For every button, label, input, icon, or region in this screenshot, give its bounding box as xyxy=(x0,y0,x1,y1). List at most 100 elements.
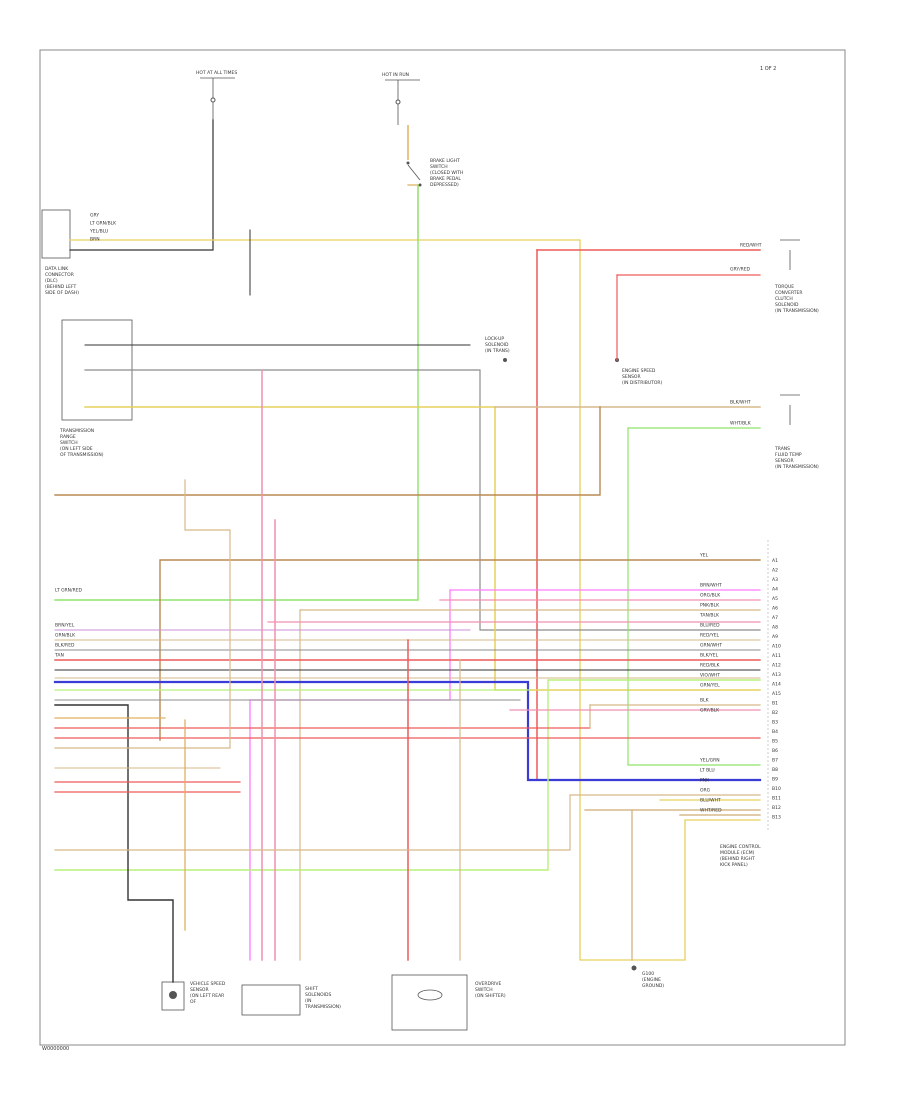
trs-line-4: (ON LEFT SIDE xyxy=(60,446,93,452)
ecm-line-4: KICK PANEL) xyxy=(720,862,748,868)
wire-label-27: BLU/WHT xyxy=(700,798,721,804)
dlc-line-5: SIDE OF DASH) xyxy=(45,290,79,296)
ecm-pin-12: A13 xyxy=(772,672,781,678)
tcc-line-1: TORQUE xyxy=(774,284,794,290)
ecm-pin-15: B1 xyxy=(772,701,778,707)
temperature-sensor: TRANS FLUID TEMP SENSOR (IN TRANSMISSION… xyxy=(774,394,819,470)
wire-label-6: BLK/WHT xyxy=(730,400,751,406)
brake-switch-line-4: BRAKE PEDAL xyxy=(430,176,461,182)
speed-sensor-box: OVERDRIVE SWITCH (ON SHIFTER) xyxy=(391,974,506,1031)
ecm-pin-1: A2 xyxy=(772,568,778,574)
ecm-pin-27: B13 xyxy=(772,815,781,821)
wire-label-3: BRN xyxy=(90,237,100,243)
ecm-pin-16: B2 xyxy=(772,710,778,716)
temp-line-2: FLUID TEMP xyxy=(775,452,802,458)
tcc-line-3: CLUTCH xyxy=(775,296,793,302)
vss-bottom-line-3: (ON LEFT REAR xyxy=(190,993,224,999)
shift-line-3: (IN xyxy=(305,998,311,1004)
brake-switch-line-3: (CLOSED WITH xyxy=(430,170,463,176)
wire-group xyxy=(53,119,762,983)
shift-line-2: SOLENOIDS xyxy=(305,992,331,998)
wire-label-28: WHT/RED xyxy=(700,808,722,814)
dlc-line-3: (DLC) xyxy=(45,278,58,284)
ecm-pin-23: B9 xyxy=(772,777,778,783)
ess-line-2: SENSOR xyxy=(622,374,641,380)
ecm-line-1: ENGINE CONTROL xyxy=(720,844,761,850)
wire-label-24: LT BLU xyxy=(700,768,715,774)
shift-line-4: TRANSMISSION) xyxy=(304,1004,341,1010)
wire-label-14: BLU/RED xyxy=(700,623,720,629)
tcc-line-5: (IN TRANSMISSION) xyxy=(775,308,819,314)
ecm-pin-8: A9 xyxy=(772,634,778,640)
wire-label-10: BRN/WHT xyxy=(700,583,722,589)
wire-label-7: WHT/BLK xyxy=(730,421,752,427)
engine-speed-sensor: ENGINE SPEED SENSOR (IN DISTRIBUTOR) xyxy=(615,358,663,386)
wire-label-13: TAN/BLK xyxy=(699,613,720,619)
shift-line-1: SHIFT xyxy=(305,986,318,992)
wire-blue-28 xyxy=(53,680,762,782)
ess-line-3: (IN DISTRIBUTOR) xyxy=(622,380,663,386)
ground-line-2: (ENGINE xyxy=(642,977,661,983)
vehicle-speed-sensor-bottom: VEHICLE SPEED SENSOR (ON LEFT REAR OF xyxy=(161,981,226,1011)
wire-label-11: ORG/BLK xyxy=(700,593,721,599)
temp-line-3: SENSOR xyxy=(775,458,794,464)
ecm-pin-17: B3 xyxy=(772,720,778,726)
ecm-pin-13: A14 xyxy=(772,682,781,688)
wire-green-3 xyxy=(54,184,419,601)
wire-label-20: GRN/YEL xyxy=(700,683,720,689)
wire-label-1: LT GRN/BLK xyxy=(90,221,117,227)
ecm-pin-3: A4 xyxy=(772,587,778,593)
ess-line-1: ENGINE SPEED xyxy=(622,368,656,374)
wire-black-32 xyxy=(54,704,174,983)
brake-light-switch: BRAKE LIGHT SWITCH (CLOSED WITH BRAKE PE… xyxy=(406,125,463,188)
lockup-line-1: LOCK-UP xyxy=(485,336,504,342)
ecm-pin-2: A3 xyxy=(772,577,778,583)
ecm-pin-7: A8 xyxy=(772,625,778,631)
tcc-line-2: CONVERTER xyxy=(775,290,803,296)
wire-yellow-10 xyxy=(84,406,761,691)
wire-label-31: BLK/RED xyxy=(55,643,75,649)
wire-label-2: YEL/BLU xyxy=(89,229,108,235)
wire-label-30: GRN/BLK xyxy=(55,633,76,639)
speed-box-line-2: SWITCH xyxy=(475,987,493,993)
wire-red-5 xyxy=(536,249,761,781)
wire-magenta-17 xyxy=(249,589,451,961)
data-link-connector: DATA LINK CONNECTOR (DLC) (BEHIND LEFT S… xyxy=(41,209,79,296)
ecm-pin-26: B12 xyxy=(772,805,781,811)
footer-code: W0000000 xyxy=(42,1046,69,1052)
shift-solenoids: SHIFT SOLENOIDS (IN TRANSMISSION) xyxy=(241,984,341,1016)
dlc-line-2: CONNECTOR xyxy=(45,272,74,278)
ground-line-3: GROUND) xyxy=(642,983,664,989)
ecm-pin-22: B8 xyxy=(772,767,778,773)
temp-line-1: TRANS xyxy=(774,446,790,452)
ecm-pin-9: A10 xyxy=(772,644,781,650)
wire-label-8: LT GRN/RED xyxy=(55,588,83,594)
ecm-pin-24: B10 xyxy=(772,786,781,792)
wire-label-26: ORG xyxy=(700,788,711,794)
wire-label-17: BLK/YEL xyxy=(700,653,719,659)
wire-label-22: GRY/BLK xyxy=(700,708,720,714)
wire-label-4: RED/WHT xyxy=(740,243,762,249)
wire-label-12: PNK/BLK xyxy=(700,603,720,609)
diagram-frame xyxy=(39,49,846,1046)
torque-converter-solenoid: TORQUE CONVERTER CLUTCH SOLENOID (IN TRA… xyxy=(774,239,819,314)
vss-bottom-line-2: SENSOR xyxy=(190,987,209,993)
fuse-left-title: HOT AT ALL TIMES xyxy=(196,70,237,76)
wire-tan-36 xyxy=(54,479,231,749)
corner-label: 1 OF 2 xyxy=(760,66,776,72)
wire-lightgreen-30 xyxy=(54,679,761,871)
speed-box-line-3: (ON SHIFTER) xyxy=(475,993,506,999)
wire-gray-8 xyxy=(84,369,761,631)
wire-label-29: BRN/YEL xyxy=(55,623,75,629)
ecm-pin-0: A1 xyxy=(772,558,778,564)
ecm-pin-14: A15 xyxy=(772,691,781,697)
wire-green-14 xyxy=(627,427,761,766)
dlc-line-1: DATA LINK xyxy=(45,266,69,272)
wire-brown-12 xyxy=(54,406,601,496)
temp-line-4: (IN TRANSMISSION) xyxy=(775,464,819,470)
ecm-pin-20: B6 xyxy=(772,748,778,754)
wire-label-23: YEL/GRN xyxy=(699,758,720,764)
ecm-pin-6: A7 xyxy=(772,615,778,621)
brake-switch-line-2: SWITCH xyxy=(430,164,448,170)
brake-switch-line-5: DEPRESSED) xyxy=(430,182,459,188)
